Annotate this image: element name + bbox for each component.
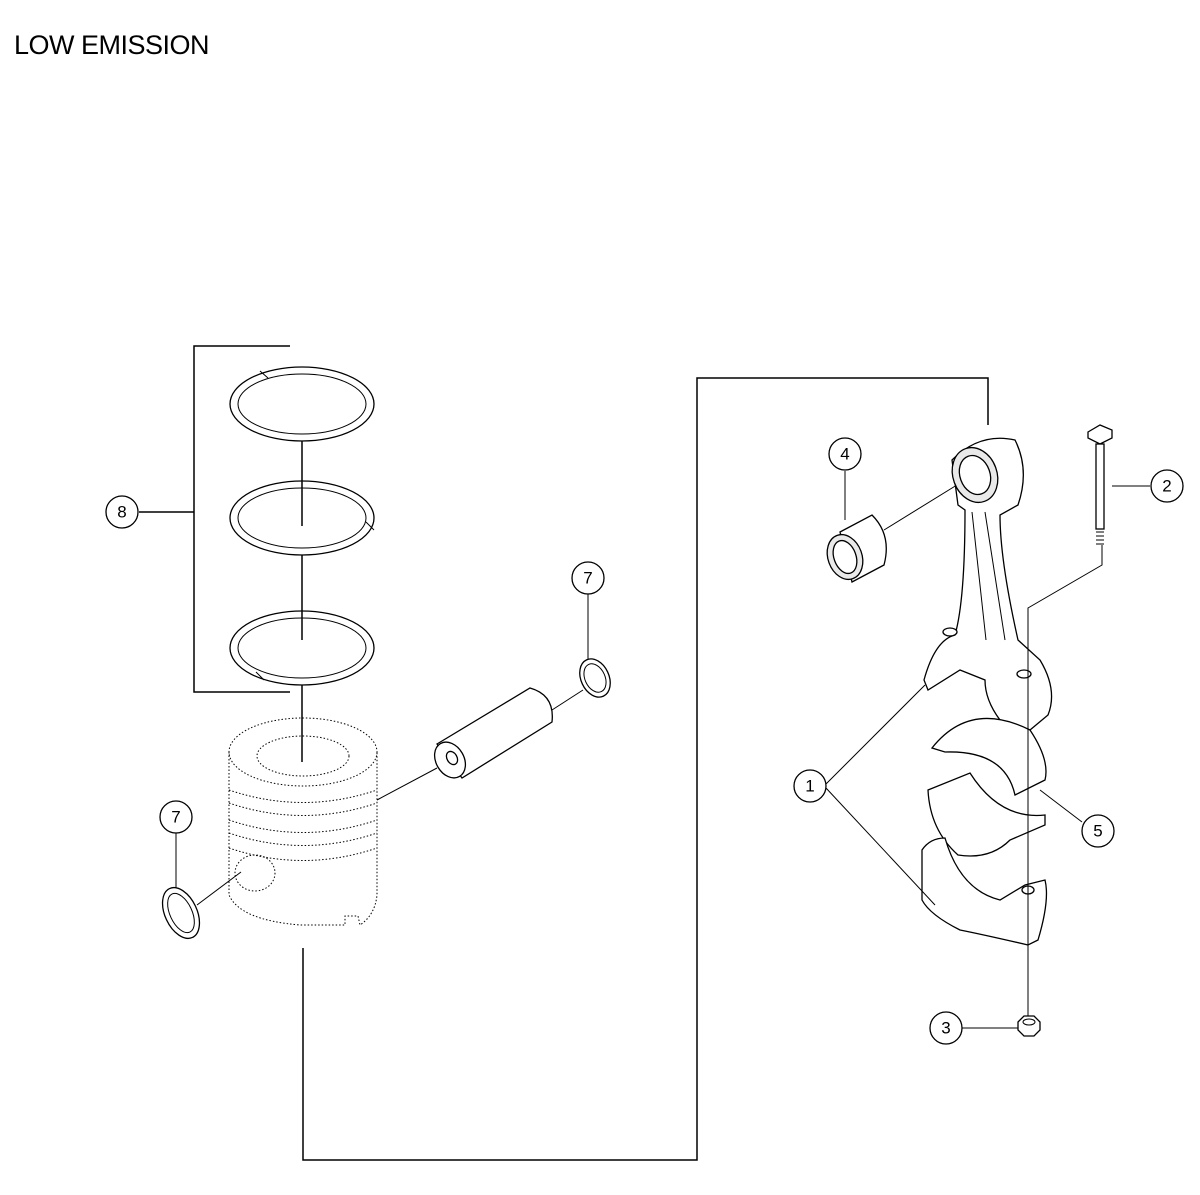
bushing <box>826 514 887 583</box>
snap-ring-left <box>161 886 201 940</box>
ring-set-bracket <box>193 345 290 693</box>
piston-pin <box>433 687 553 779</box>
bearing-shell-lower <box>927 772 1046 857</box>
connecting-rod <box>923 437 1053 731</box>
callout-7-left: 7 <box>159 800 193 834</box>
callout-7-right: 7 <box>571 561 605 595</box>
piston-ring-1 <box>229 366 375 442</box>
svg-text:5: 5 <box>1093 822 1102 841</box>
svg-text:2: 2 <box>1162 477 1171 496</box>
piston <box>228 717 378 926</box>
callout-8: 8 <box>105 495 139 529</box>
svg-text:7: 7 <box>583 569 592 588</box>
rod-bolt <box>1087 424 1113 545</box>
svg-text:1: 1 <box>805 777 814 796</box>
rod-nut <box>1017 1015 1041 1037</box>
svg-text:4: 4 <box>840 445 849 464</box>
svg-text:7: 7 <box>171 808 180 827</box>
svg-text:8: 8 <box>117 503 126 522</box>
assembly-connector-line <box>302 377 989 1161</box>
callout-3: 3 <box>929 1011 963 1045</box>
callout-1: 1 <box>793 769 827 803</box>
callout-2: 2 <box>1150 469 1184 503</box>
diagram-title: LOW EMISSION <box>14 30 210 60</box>
svg-text:3: 3 <box>941 1019 950 1038</box>
callout-5: 5 <box>1081 814 1115 848</box>
snap-ring-right <box>579 658 611 698</box>
bearing-shell-upper <box>930 717 1047 796</box>
callout-4: 4 <box>828 437 862 471</box>
